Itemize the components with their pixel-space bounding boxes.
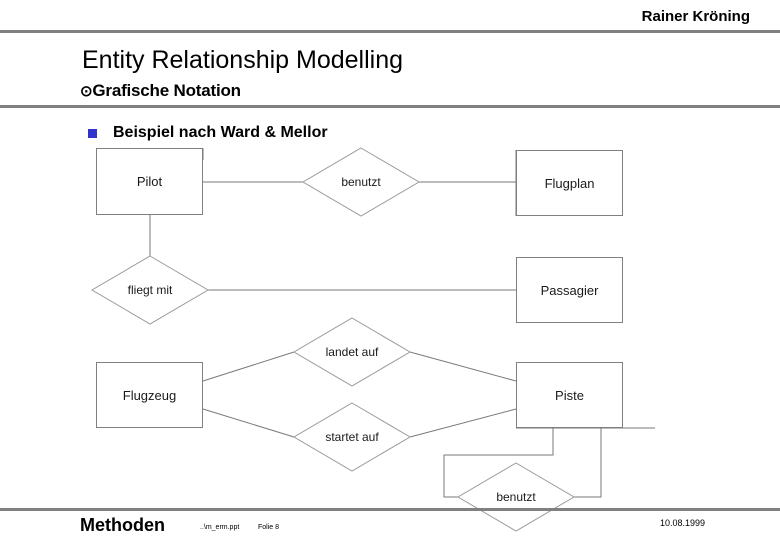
relationship-label-benutzt-1: benutzt <box>341 175 381 189</box>
page-title: Entity Relationship Modelling <box>82 46 404 74</box>
relationship-label-benutzt-2: benutzt <box>496 490 536 504</box>
entity-piste: Piste <box>516 362 623 428</box>
footer-date: 10.08.1999 <box>660 518 706 528</box>
entity-label: Piste <box>555 387 584 403</box>
entity-label: Flugplan <box>544 175 595 191</box>
relationship-label-landet-auf: landet auf <box>325 345 379 359</box>
entity-label: Flugzeug <box>122 387 177 403</box>
relationship-label-fliegt-mit: fliegt mit <box>127 283 173 297</box>
subtitle-label: Grafische Notation <box>92 81 241 100</box>
bullet-label: Beispiel nach Ward & Mellor <box>113 124 328 141</box>
entity-pilot: Pilot <box>96 148 203 215</box>
footer-divider <box>0 508 780 511</box>
title-divider <box>0 105 780 108</box>
entity-label: Passagier <box>540 282 599 298</box>
entity-flugplan: Flugplan <box>516 150 623 216</box>
relationship-label-startet-auf: startet auf <box>325 430 379 444</box>
entity-flugzeug: Flugzeug <box>96 362 203 428</box>
footer-section: Methoden <box>80 515 165 535</box>
author-name: Rainer Kröning <box>641 8 750 25</box>
bullet-item: Beispiel nach Ward & Mellor <box>88 124 328 142</box>
entity-label: Pilot <box>136 174 163 189</box>
header-divider <box>0 30 780 33</box>
entity-passagier: Passagier <box>516 257 623 323</box>
square-bullet-icon <box>88 128 97 138</box>
footer-slide-number: Folie 8 <box>258 524 280 531</box>
page-subtitle: ⊙Grafische Notation <box>80 81 241 101</box>
footer-filename: ..\m_erm.ppt <box>200 524 240 531</box>
subtitle-bullet-icon: ⊙ <box>80 83 93 100</box>
